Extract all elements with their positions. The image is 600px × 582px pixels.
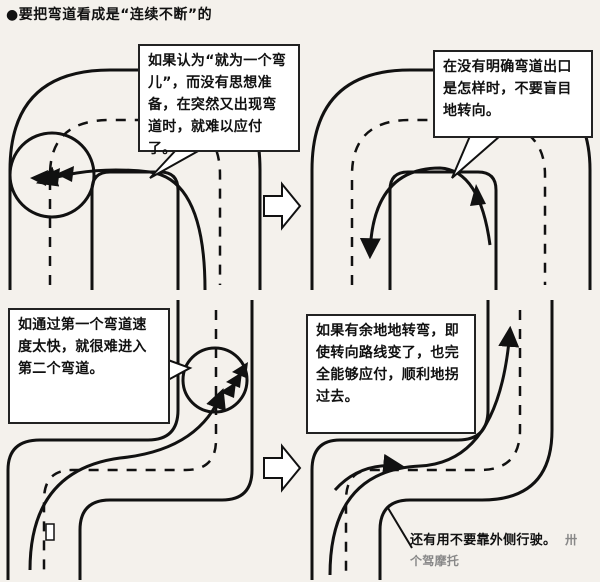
road-bottom-left	[6, 300, 254, 580]
route-arrow-top-right	[359, 166, 492, 260]
page-title: ●要把弯道看成是“连续不断”的	[6, 7, 213, 23]
bubble-top-right: 在没有明确弯道出口是怎样时，不要盲目地转向。	[433, 50, 593, 138]
caption-pointer	[387, 507, 413, 549]
route-arrow-top-left	[30, 166, 207, 291]
highlight-circle-top-left	[8, 131, 96, 219]
watermark: 卅个驾摩托	[410, 533, 578, 568]
bubble-top-left: 如果认为“就为一个弯儿”，而没有思想准备，在突然又出现弯道时，就难以应付了。	[138, 44, 300, 157]
next-arrow-bottom	[263, 443, 302, 493]
caption-text: 还有用不要靠外侧行驶。	[410, 533, 557, 548]
route-arrow-bottom-right	[328, 325, 520, 576]
bubble-bottom-left: 如通过第一个弯道速度太快，就很难进入第二个弯道。	[8, 308, 170, 424]
highlight-circle-bottom-left	[181, 346, 249, 414]
bottom-caption: 还有用不要靠外侧行驶。 卅个驾摩托	[406, 528, 586, 578]
bubble-bottom-right: 如果有余地地转弯，即使转向路线变了，也完全能够应付，顺利地拐过去。	[306, 314, 476, 434]
next-arrow-top	[263, 181, 302, 231]
